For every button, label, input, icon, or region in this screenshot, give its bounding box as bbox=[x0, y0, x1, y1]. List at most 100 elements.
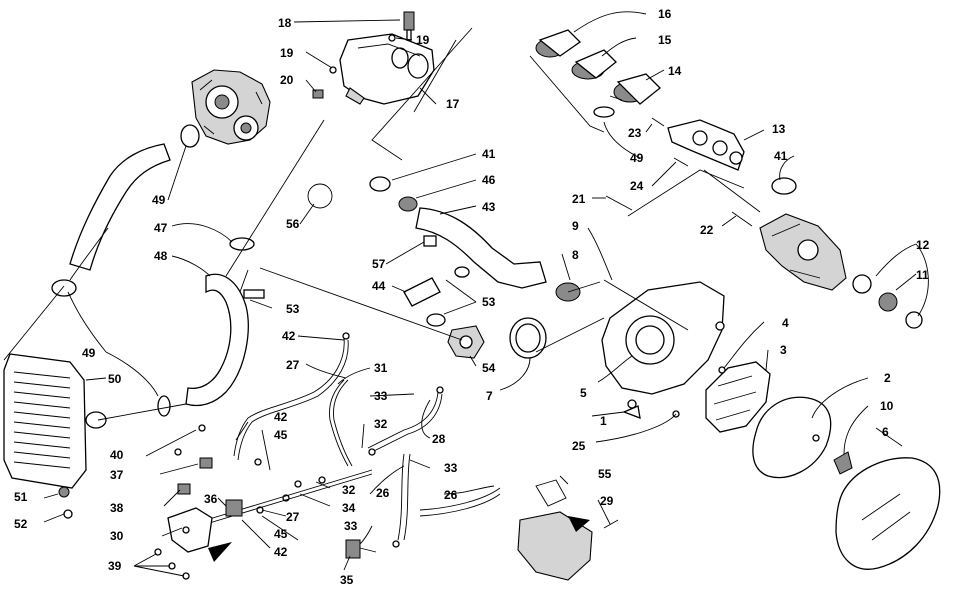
screw bbox=[731, 211, 753, 227]
coupler bbox=[878, 292, 898, 312]
throttle-body bbox=[759, 213, 847, 291]
callout-38: 38 bbox=[110, 501, 124, 515]
callout-50: 50 bbox=[108, 372, 122, 386]
callout-49b: 49 bbox=[82, 346, 96, 360]
fitting bbox=[423, 235, 437, 247]
callout-13: 13 bbox=[772, 122, 786, 136]
fitting bbox=[243, 289, 265, 299]
callout-46: 46 bbox=[482, 173, 496, 187]
filter-cage bbox=[705, 361, 771, 433]
callout-7: 7 bbox=[486, 389, 493, 403]
mount-bracket bbox=[517, 479, 619, 581]
intercooler-hose bbox=[185, 273, 249, 407]
clamp bbox=[51, 279, 77, 297]
intake-plenum bbox=[339, 33, 435, 105]
clamp bbox=[852, 274, 872, 294]
callout-41a: 41 bbox=[482, 147, 496, 161]
callout-19a: 19 bbox=[280, 46, 294, 60]
air-filter bbox=[752, 396, 832, 479]
screw bbox=[605, 195, 633, 211]
callout-32b: 32 bbox=[342, 483, 356, 497]
airbox-cover bbox=[835, 457, 941, 570]
callout-47: 47 bbox=[154, 221, 168, 235]
intercooler-hose bbox=[69, 143, 171, 271]
callout-26a: 26 bbox=[376, 486, 390, 500]
blow-off-valve bbox=[447, 325, 485, 359]
clamp bbox=[905, 311, 923, 329]
solenoid bbox=[225, 499, 243, 517]
intercooler bbox=[3, 353, 107, 489]
callout-4: 4 bbox=[782, 316, 789, 330]
callout-28: 28 bbox=[432, 432, 446, 446]
callout-24: 24 bbox=[630, 179, 644, 193]
callout-labels: 1 2 3 4 5 6 7 8 9 10 11 12 13 14 15 16 1… bbox=[14, 7, 930, 587]
callout-56: 56 bbox=[286, 217, 300, 231]
intake-boot bbox=[535, 29, 582, 58]
vacuum-hoses bbox=[233, 337, 501, 541]
clamp bbox=[369, 176, 391, 192]
callout-21: 21 bbox=[572, 192, 586, 206]
callout-11: 11 bbox=[916, 268, 929, 282]
callout-54: 54 bbox=[482, 361, 496, 375]
valve bbox=[345, 539, 377, 559]
callout-52: 52 bbox=[14, 517, 28, 531]
manifold-bracket bbox=[667, 119, 745, 171]
hose bbox=[403, 277, 441, 307]
clamp bbox=[593, 106, 615, 118]
knob bbox=[833, 451, 853, 475]
clamp bbox=[771, 177, 797, 195]
callout-45a: 45 bbox=[274, 428, 288, 442]
callout-19b: 19 bbox=[416, 33, 430, 47]
callout-33c: 33 bbox=[344, 519, 358, 533]
callout-53a: 53 bbox=[286, 302, 300, 316]
charge-tube bbox=[415, 207, 547, 289]
clamp bbox=[307, 183, 333, 209]
screw bbox=[154, 548, 162, 556]
fitting bbox=[329, 66, 337, 74]
clamp bbox=[426, 313, 446, 327]
callout-1: 1 bbox=[600, 414, 607, 428]
intake-boot bbox=[613, 73, 661, 105]
callout-5: 5 bbox=[580, 386, 587, 400]
fastener bbox=[622, 405, 641, 420]
callout-55: 55 bbox=[598, 467, 612, 481]
callout-12: 12 bbox=[916, 238, 930, 252]
callout-49a: 49 bbox=[152, 193, 166, 207]
screw bbox=[198, 424, 206, 432]
callout-8: 8 bbox=[572, 248, 579, 262]
screw bbox=[651, 117, 665, 127]
callout-33a: 33 bbox=[374, 389, 388, 403]
callout-57: 57 bbox=[372, 257, 386, 271]
clamp bbox=[157, 395, 171, 417]
callout-45b: 45 bbox=[274, 527, 288, 541]
callout-40: 40 bbox=[110, 448, 124, 462]
callout-14: 14 bbox=[668, 64, 682, 78]
callout-49c: 49 bbox=[630, 151, 644, 165]
callout-20: 20 bbox=[280, 73, 294, 87]
callout-30: 30 bbox=[110, 529, 124, 543]
leader-lines bbox=[43, 11, 929, 577]
callout-42b: 42 bbox=[274, 410, 288, 424]
callout-23: 23 bbox=[628, 126, 642, 140]
mounting-bracket bbox=[167, 507, 213, 553]
callout-31: 31 bbox=[374, 361, 388, 375]
callout-32a: 32 bbox=[374, 417, 388, 431]
callout-3: 3 bbox=[780, 343, 787, 357]
callout-35: 35 bbox=[340, 573, 354, 587]
callout-53b: 53 bbox=[482, 295, 496, 309]
callout-27b: 27 bbox=[286, 510, 300, 524]
clamp bbox=[454, 266, 470, 278]
grommet bbox=[58, 486, 70, 498]
callout-26b: 26 bbox=[444, 488, 458, 502]
callout-44: 44 bbox=[372, 279, 386, 293]
callout-41b: 41 bbox=[774, 149, 788, 163]
callout-34: 34 bbox=[342, 501, 356, 515]
screw bbox=[673, 157, 689, 167]
callout-2: 2 bbox=[884, 371, 891, 385]
callout-33b: 33 bbox=[444, 461, 458, 475]
airbox-base bbox=[601, 281, 725, 409]
intake-boot bbox=[571, 49, 617, 80]
callout-10: 10 bbox=[880, 399, 894, 413]
callout-43: 43 bbox=[482, 200, 496, 214]
fitting bbox=[312, 89, 324, 99]
